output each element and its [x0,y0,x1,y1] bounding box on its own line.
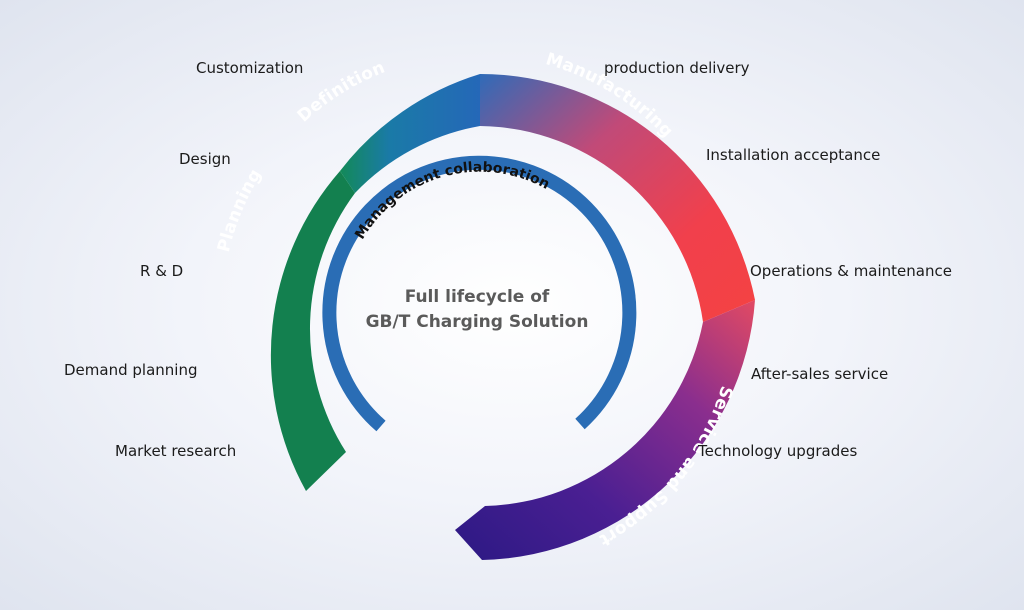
definition-segment [340,74,480,193]
definition-label: Definition [294,57,388,126]
service-support-segment [455,300,755,560]
item-production-delivery: production delivery [604,59,750,77]
item-after-sales-service: After-sales service [751,365,889,383]
item-installation-acceptance: Installation acceptance [706,146,881,164]
planning-label: Planning [214,166,266,255]
center-title-line-1: Full lifecycle of [404,287,550,307]
item-demand-planning: Demand planning [64,361,198,379]
item-market-research: Market research [115,442,237,460]
item-customization: Customization [196,59,304,77]
item-design: Design [179,150,231,168]
planning-segment [270,171,355,491]
management-collaboration-label: Management collaboration [352,160,552,243]
manufacturing-segment [480,73,755,323]
item-rd: R & D [140,262,184,280]
item-operations-maintenance: Operations & maintenance [750,262,952,280]
item-technology-upgrades: Technology upgrades [698,442,858,460]
management-ring [322,155,637,432]
center-title: Full lifecycle of GB/T Charging Solution [332,285,622,335]
center-title-line-2: GB/T Charging Solution [365,312,589,332]
